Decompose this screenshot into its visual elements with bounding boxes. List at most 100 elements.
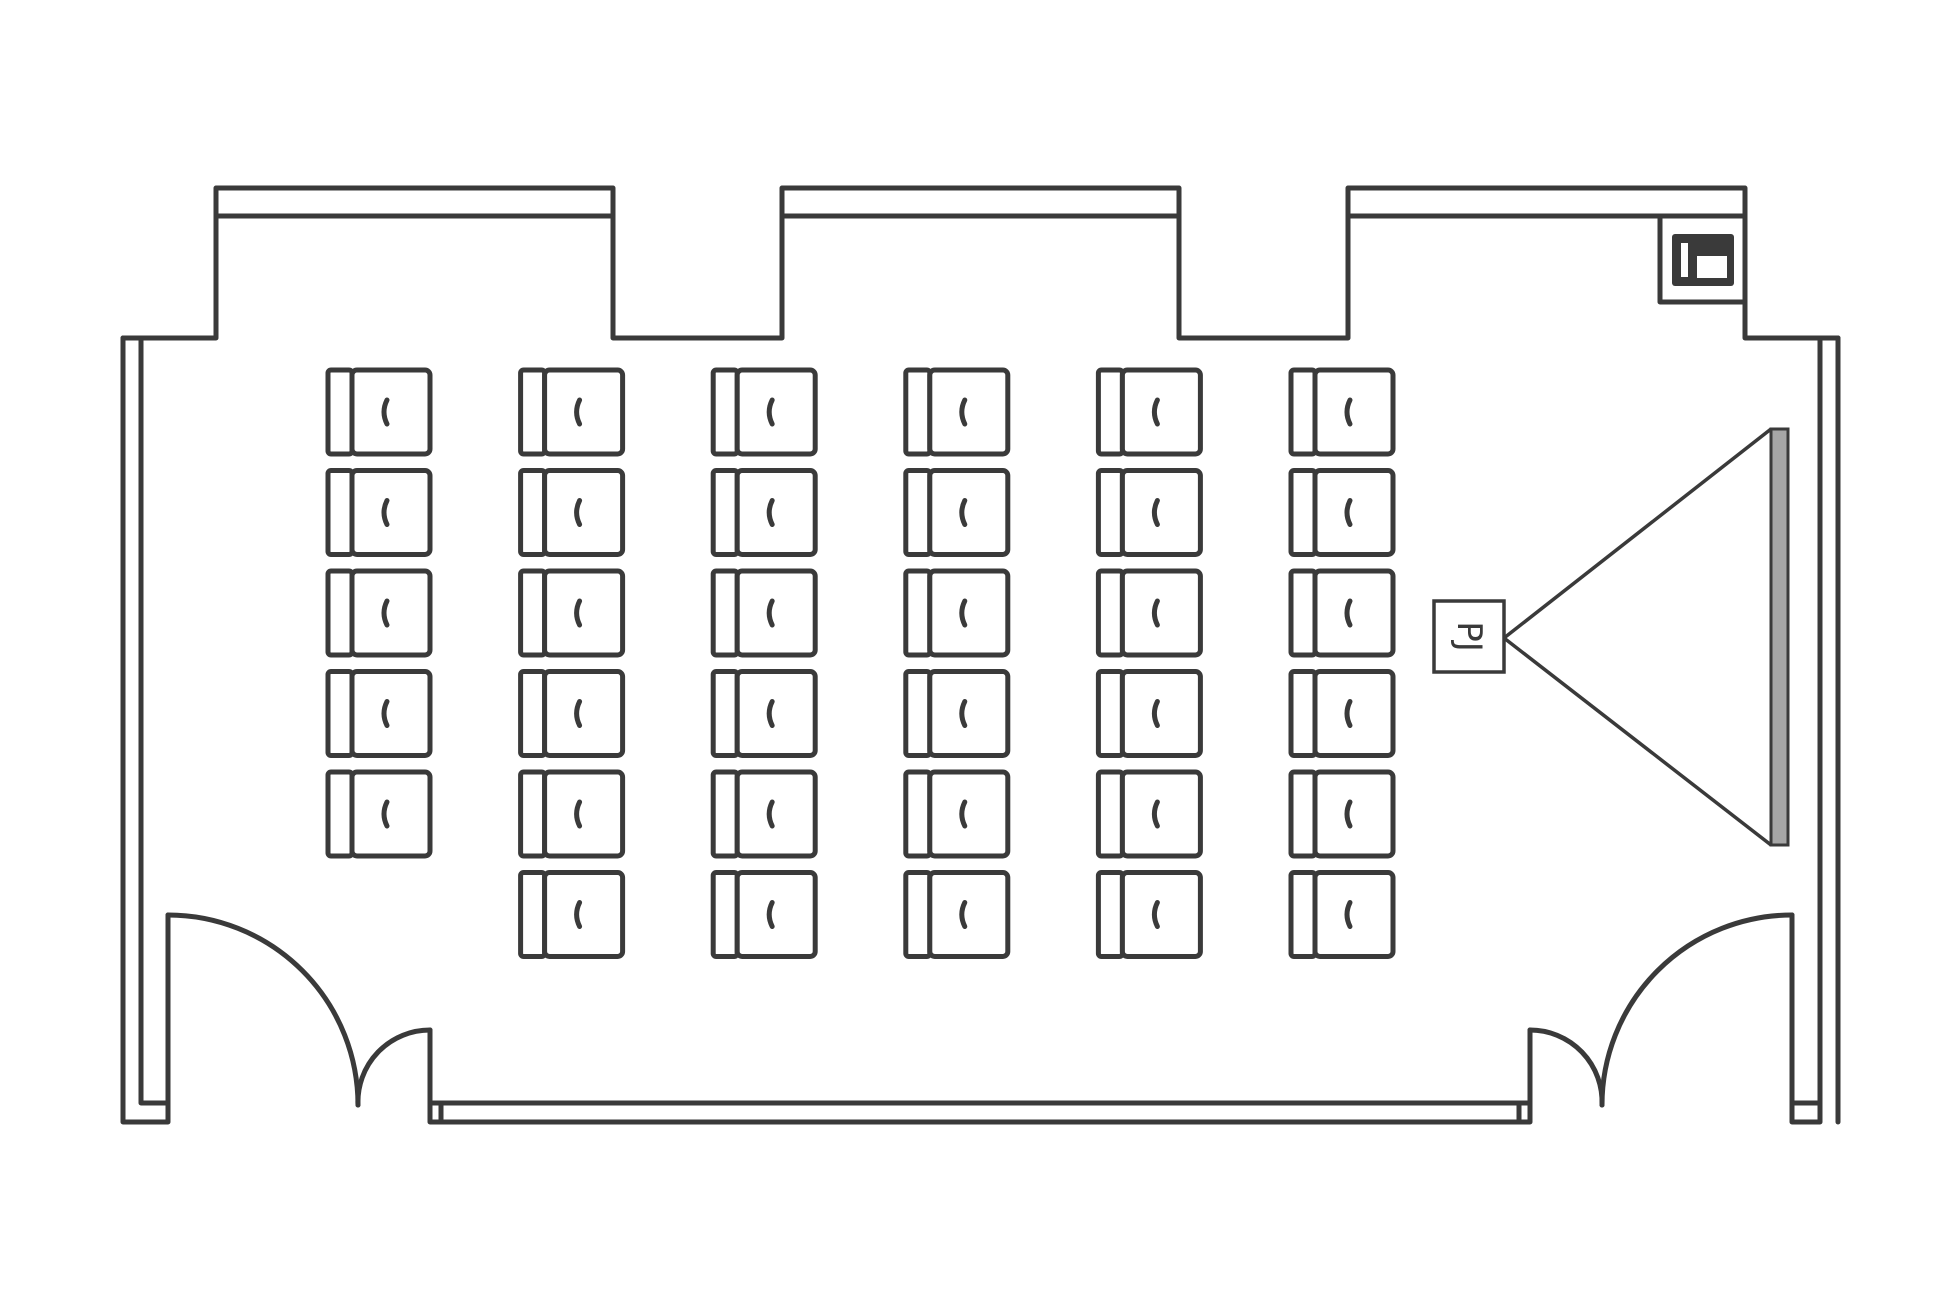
control-panel bbox=[1657, 213, 1748, 305]
seat-mark bbox=[766, 900, 775, 929]
seat-desk bbox=[542, 568, 626, 658]
seat bbox=[710, 468, 818, 557]
seat bbox=[1288, 669, 1396, 758]
seat-mark bbox=[574, 598, 583, 628]
seat-armrest bbox=[1095, 568, 1125, 658]
projection-beam bbox=[1502, 427, 1773, 847]
door-left bbox=[165, 912, 433, 1108]
seat bbox=[325, 468, 433, 557]
seat-armrest bbox=[518, 870, 548, 959]
seat-mark bbox=[1344, 598, 1353, 628]
seat bbox=[325, 367, 433, 457]
seat-mark bbox=[959, 397, 968, 427]
seat bbox=[903, 870, 1011, 959]
control-alcove bbox=[1657, 213, 1748, 305]
seat-armrest bbox=[710, 870, 740, 959]
projector: PJ bbox=[1432, 599, 1506, 674]
seat bbox=[1288, 769, 1396, 859]
seat-mark bbox=[574, 498, 583, 527]
seat bbox=[903, 367, 1011, 457]
seat-armrest bbox=[903, 367, 933, 457]
seat-desk bbox=[1119, 568, 1203, 658]
bottom-wall bbox=[427, 1027, 1533, 1125]
seat-mark bbox=[766, 699, 775, 728]
seat bbox=[903, 568, 1011, 658]
seat bbox=[710, 870, 818, 959]
seat-mark bbox=[381, 799, 390, 829]
seat-armrest bbox=[903, 468, 933, 557]
seat-mark bbox=[1344, 799, 1353, 829]
seat-armrest bbox=[1288, 769, 1318, 859]
seat-mark bbox=[959, 598, 968, 628]
seat bbox=[518, 367, 626, 457]
projector-label: PJ bbox=[1449, 621, 1489, 652]
seat-mark bbox=[766, 598, 775, 628]
seat-mark bbox=[381, 598, 390, 628]
seat-mark bbox=[959, 799, 968, 829]
beam-edge bbox=[1502, 427, 1773, 640]
seat-armrest bbox=[325, 367, 355, 457]
seat-mark bbox=[574, 799, 583, 829]
seat bbox=[518, 769, 626, 859]
beam-edge bbox=[1502, 636, 1773, 847]
seat bbox=[1095, 568, 1203, 658]
projection-screen bbox=[1769, 427, 1790, 847]
seat-mark bbox=[1151, 900, 1160, 929]
control-box-slot bbox=[1681, 243, 1688, 277]
right-wall bbox=[1789, 335, 1823, 1125]
seat-armrest bbox=[1288, 669, 1318, 758]
seat-desk bbox=[542, 468, 626, 557]
seat-desk bbox=[734, 769, 818, 859]
seat bbox=[1288, 870, 1396, 959]
seat-armrest bbox=[903, 669, 933, 758]
seat bbox=[1095, 669, 1203, 758]
seat-armrest bbox=[1095, 870, 1125, 959]
seat-desk bbox=[1119, 367, 1203, 457]
seat bbox=[903, 769, 1011, 859]
seat-mark bbox=[1151, 699, 1160, 728]
seat-armrest bbox=[325, 769, 355, 859]
door-swing-arc bbox=[1599, 912, 1795, 1108]
seat-desk bbox=[927, 769, 1011, 859]
seat-mark bbox=[1344, 900, 1353, 929]
seat-armrest bbox=[710, 669, 740, 758]
seat-desk bbox=[349, 367, 433, 457]
door-swing-arc-small bbox=[1527, 1027, 1605, 1108]
seat bbox=[325, 669, 433, 758]
seat-desk bbox=[1119, 468, 1203, 557]
seat-armrest bbox=[325, 568, 355, 658]
seat-armrest bbox=[903, 769, 933, 859]
seat-desk bbox=[542, 669, 626, 758]
seat-mark bbox=[381, 397, 390, 427]
seat-mark bbox=[381, 498, 390, 527]
seat-desk bbox=[349, 669, 433, 758]
seat-armrest bbox=[1288, 468, 1318, 557]
room-walls bbox=[120, 185, 1841, 1125]
seat-armrest bbox=[710, 468, 740, 557]
seat-desk bbox=[542, 367, 626, 457]
seat-mark bbox=[574, 397, 583, 427]
seat-desk bbox=[734, 870, 818, 959]
seat-armrest bbox=[710, 367, 740, 457]
seat bbox=[518, 669, 626, 758]
seat bbox=[903, 669, 1011, 758]
seat-armrest bbox=[518, 669, 548, 758]
seat-desk bbox=[1312, 769, 1396, 859]
seat-desk bbox=[1312, 669, 1396, 758]
seat-armrest bbox=[903, 870, 933, 959]
seat bbox=[325, 568, 433, 658]
seat-mark bbox=[959, 699, 968, 728]
seat-desk bbox=[734, 669, 818, 758]
seat-desk bbox=[1119, 769, 1203, 859]
seat-armrest bbox=[903, 568, 933, 658]
seat-mark bbox=[959, 498, 968, 527]
seat bbox=[325, 769, 433, 859]
seat bbox=[710, 367, 818, 457]
seat-desk bbox=[1119, 669, 1203, 758]
seat-armrest bbox=[1095, 669, 1125, 758]
seat-desk bbox=[542, 769, 626, 859]
seat bbox=[1095, 769, 1203, 859]
seat-mark bbox=[381, 699, 390, 728]
seat-mark bbox=[1344, 498, 1353, 527]
seat-desk bbox=[1312, 367, 1396, 457]
